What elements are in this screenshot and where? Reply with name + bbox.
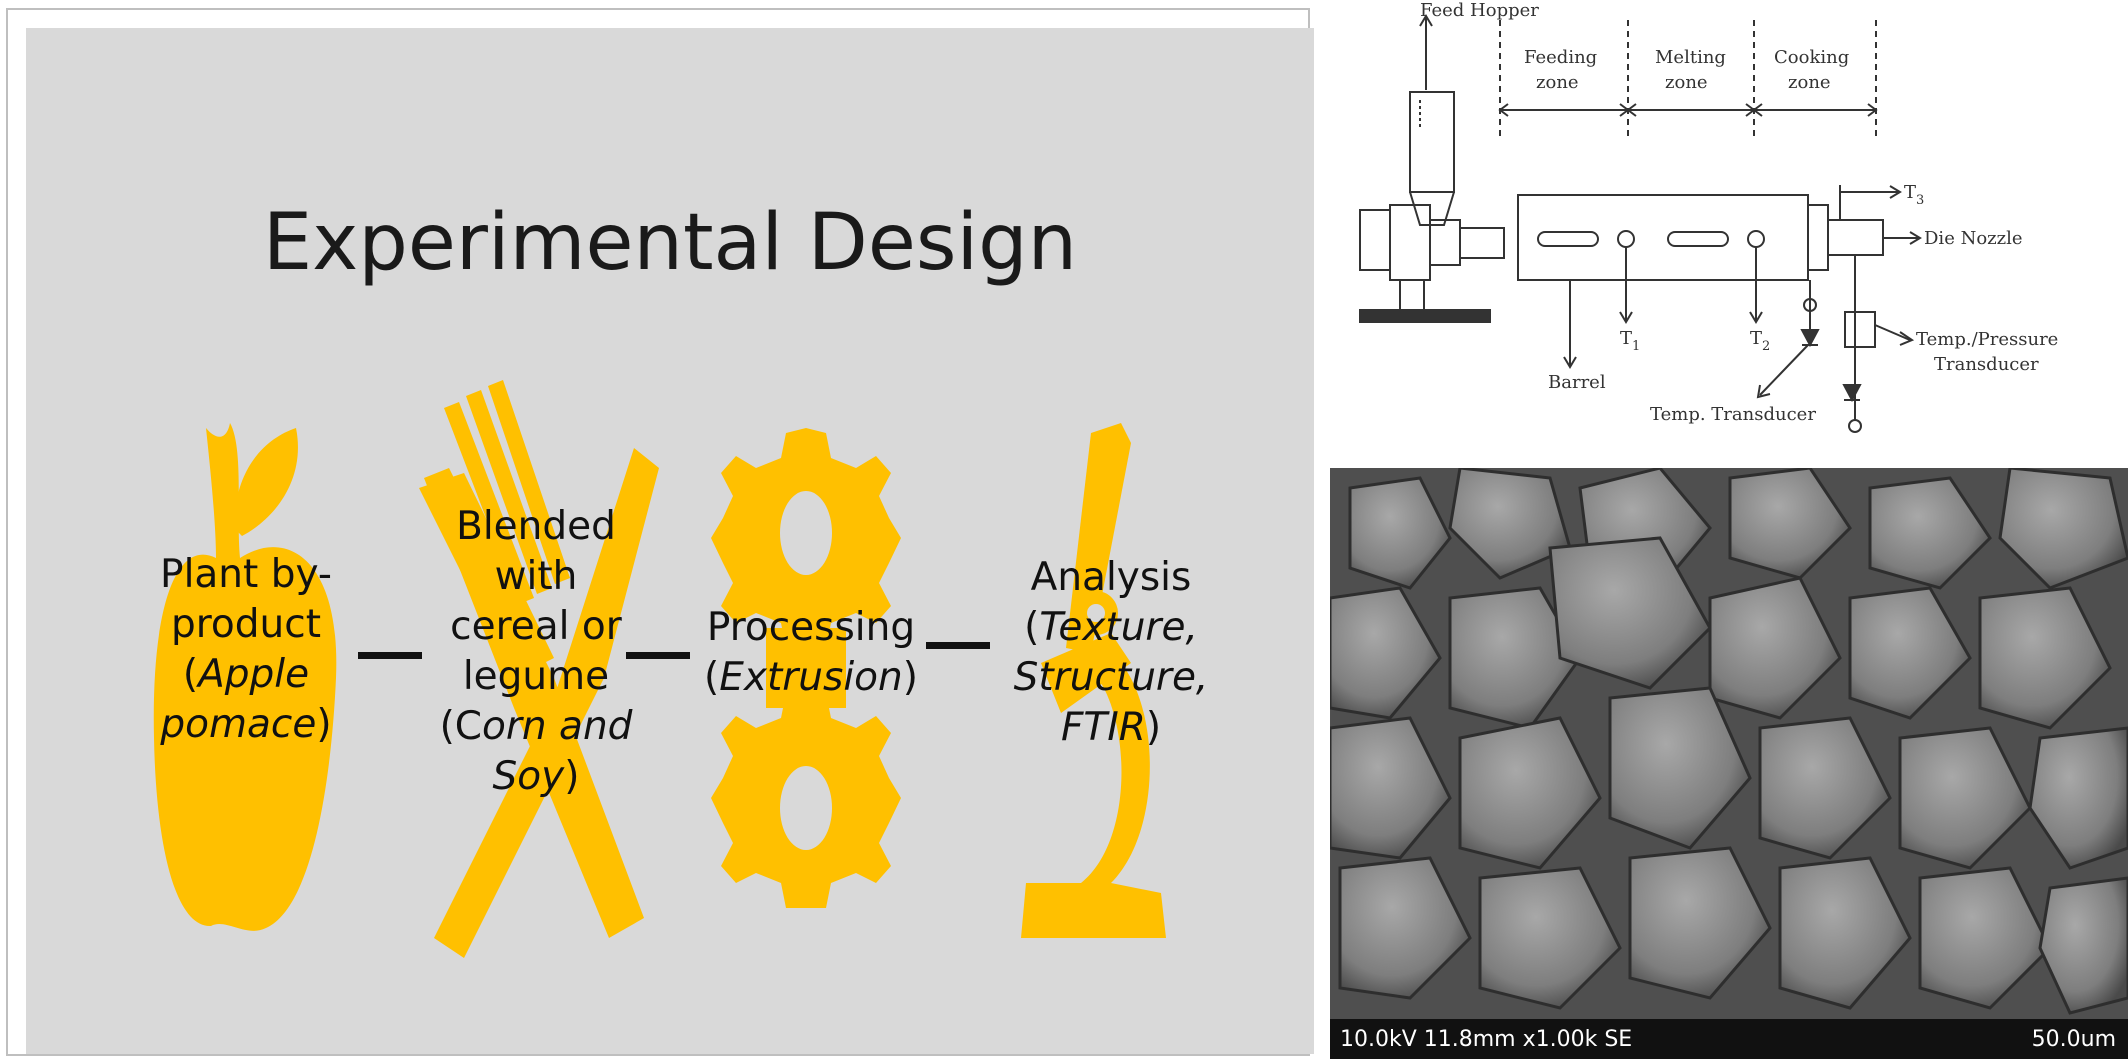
zone-melting-label: zone [1665,72,1708,93]
feed-hopper-label: Feed Hopper [1420,0,1539,21]
step-2-text: Blended with cereal or legume (Corn and … [411,502,661,802]
temp-pressure-label: Temp./Pressure [1916,329,2058,350]
slide-title: Experimental Design [262,198,1078,288]
slide: Experimental Design Plant by- product (A… [26,28,1314,1054]
svg-text:T3: T3 [1904,182,1924,208]
temp-transducer-label: Temp. Transducer [1650,404,1816,425]
t2-label: T [1750,328,1762,349]
step-3-line: Extrusion [719,655,903,700]
step-3-text: Processing (Extrusion) [686,603,936,703]
step-2-line: legume [462,654,610,699]
extruder-diagram: Feed Hopper Feeding zone Melting zone Co… [1350,0,2128,440]
step-1-line: ( [182,652,199,697]
step-1-line: Plant by- [160,552,332,597]
step-1-line: product [170,602,321,647]
sem-micrograph: 10.0kV 11.8mm x1.00k SE 50.0um [1330,468,2128,1059]
step-2-line: (C [439,704,483,749]
step-4-line: FTIR [1060,705,1146,750]
zone-cooking-label: zone [1788,72,1831,93]
barrel-label: Barrel [1548,372,1606,393]
die-nozzle-label: Die Nozzle [1924,228,2023,249]
step-2-line: orn and [482,704,633,749]
fork-knife-icon [419,380,659,958]
step-4-line: ) [1145,705,1162,750]
step-2-line: cereal or [450,604,622,649]
step-1-line: pomace [160,702,317,747]
zone-feeding-label: Feeding [1524,47,1597,68]
step-4-line: Texture, [1039,605,1198,650]
step-1-line: Apple [198,652,310,697]
step-2-line: with [494,554,578,599]
t1-sub: 1 [1632,339,1640,354]
t3-label: T [1904,182,1916,203]
step-1-text: Plant by- product (Apple pomace) [136,550,356,750]
svg-text:T1: T1 [1620,328,1640,354]
step-2-line: Blended [456,504,616,549]
t3-sub: 3 [1916,193,1924,208]
step-4-line: ( [1024,605,1040,650]
temp-pressure-label: Transducer [1934,354,2039,375]
slide-frame: Experimental Design Plant by- product (A… [6,8,1314,1056]
flow-arrow-2 [626,652,690,659]
microscope-icon [1021,423,1166,938]
apple-icon [153,423,337,931]
sem-info-bar: 10.0kV 11.8mm x1.00k SE 50.0um [1330,1019,2128,1059]
step-4-text: Analysis (Texture, Structure, FTIR) [986,553,1236,753]
sem-texture [1330,468,2128,1019]
step-1-line: ) [316,702,332,747]
step-3-line: ( [704,655,720,700]
step-2-line: ) [564,754,580,799]
t1-label: T [1620,328,1632,349]
svg-text:T2: T2 [1750,328,1770,354]
step-4-line: Structure, [1013,655,1209,700]
flow-arrow-3 [926,642,990,649]
zone-melting-label: Melting [1655,47,1726,68]
step-3-line: ) [902,655,918,700]
zone-cooking-label: Cooking [1774,47,1849,68]
step-2-line: Soy [492,754,565,799]
gear-icon [711,428,901,908]
sem-scale-bar: 50.0um [2031,1027,2116,1052]
t2-sub: 2 [1762,339,1770,354]
zone-feeding-label: zone [1536,72,1579,93]
step-3-line: Processing [706,605,916,650]
step-4-line: Analysis [1030,555,1192,600]
flow-arrow-1 [358,652,422,659]
sem-parameters: 10.0kV 11.8mm x1.00k SE [1340,1027,1633,1052]
